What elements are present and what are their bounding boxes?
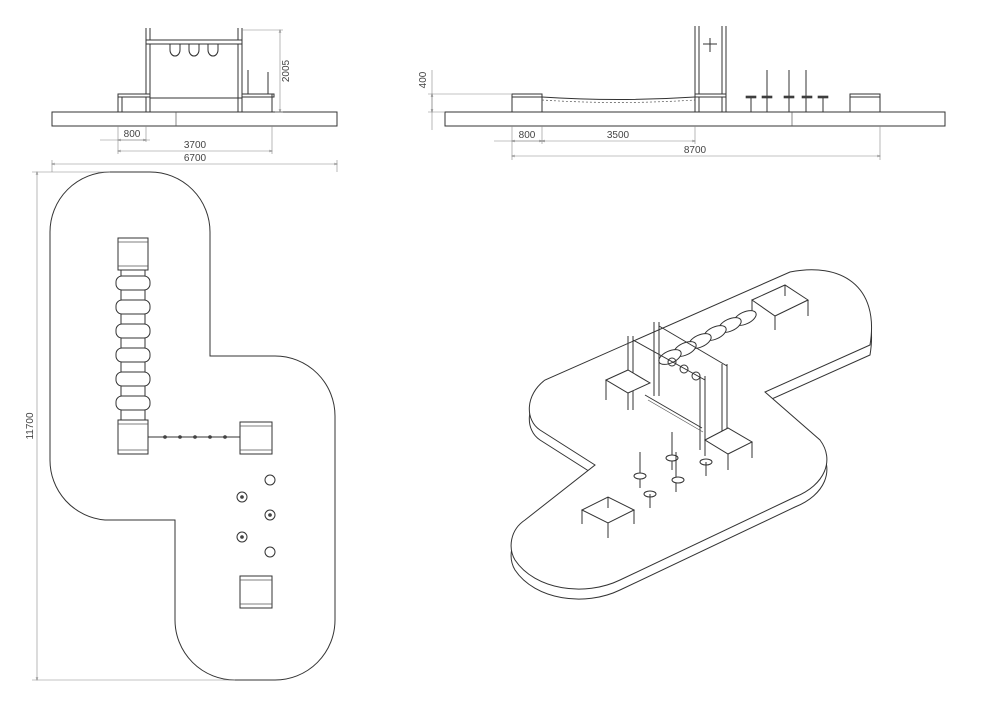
dim-side-800: 800 [519,130,536,141]
dim-front-3700: 3700 [184,140,207,151]
tyre-crossing-plan [115,275,151,411]
plan-width-dimension: 6700 [52,153,337,172]
dim-side-3500: 3500 [607,130,630,141]
dim-total-width: 6700 [184,153,207,164]
plan-view: 11700 [25,171,336,681]
dim-front-800: 800 [124,129,141,140]
side-elevation-view: 400 800 3500 8700 [418,26,946,160]
isometric-view [510,269,872,600]
dim-plan-length: 11700 [25,412,36,440]
dim-side-height: 400 [418,71,429,88]
dim-front-height: 2005 [281,59,292,82]
dim-side-8700: 8700 [684,145,707,156]
tyre-crossing-iso [658,310,757,365]
front-elevation-view: 2005 800 3700 [51,28,338,154]
